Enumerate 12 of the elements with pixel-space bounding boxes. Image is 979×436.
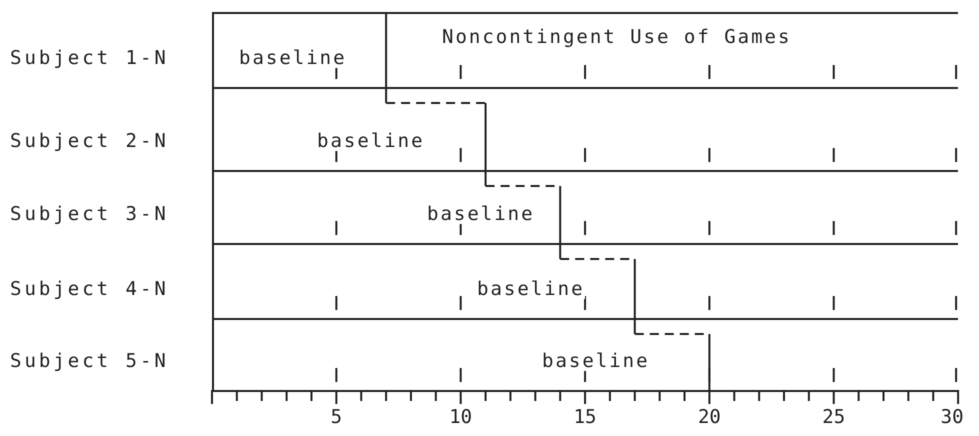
subject-label: Subject 2-N — [10, 132, 169, 151]
axis-tick-label: 25 — [821, 408, 846, 427]
axis-tick-label: 20 — [696, 408, 722, 427]
subject-label: Subject 3-N — [10, 205, 169, 224]
axis-tick-label: 5 — [330, 408, 344, 427]
axis-tick-label: 10 — [448, 408, 474, 427]
subject-label: Subject 5-N — [10, 352, 169, 371]
subject-label: Subject 4-N — [10, 280, 169, 299]
axis-tick-label: 15 — [572, 408, 598, 427]
axis-tick-label: 30 — [940, 408, 965, 427]
phase-label: baseline — [477, 280, 585, 299]
subject-label: Subject 1-N — [10, 49, 169, 68]
